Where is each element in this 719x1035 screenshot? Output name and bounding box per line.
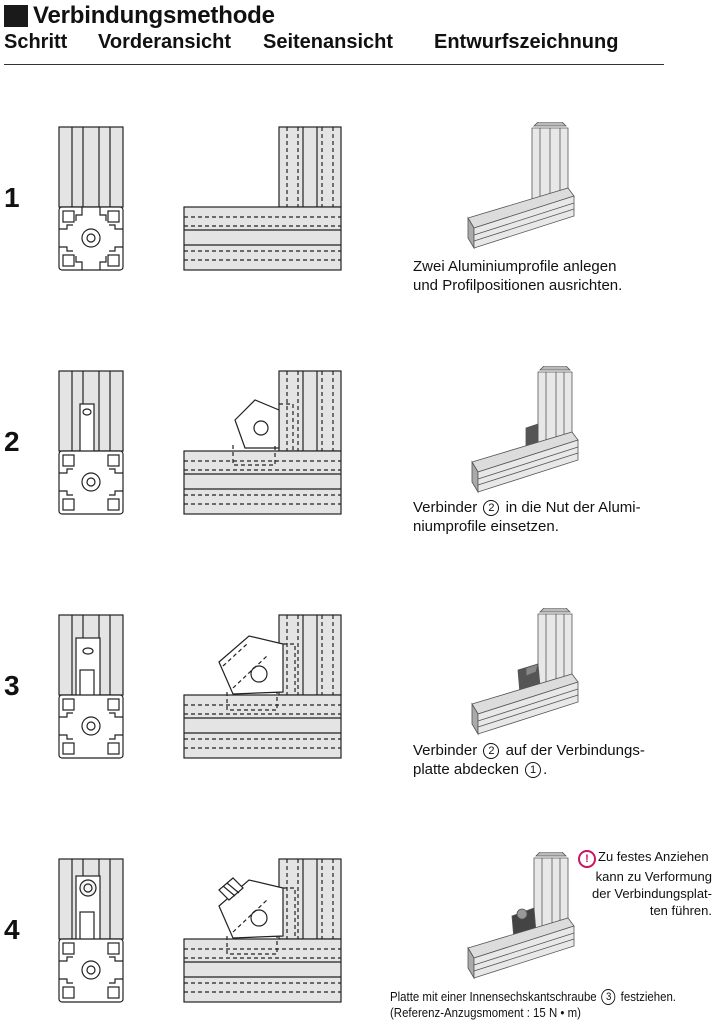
isometric-design-image <box>467 122 575 250</box>
step-caption: Verbinder 2 auf der Verbindungs- platte … <box>413 741 645 779</box>
caption-line: und Profilpositionen ausrichten. <box>413 277 623 294</box>
side-view-drawing <box>183 370 342 515</box>
side-view-drawing <box>183 858 342 1003</box>
warning-line: ten führen. <box>649 903 712 918</box>
caption-line: Verbinder 2 in die Nut der Alumi- <box>413 498 641 517</box>
caption-text: festziehen. <box>620 989 676 1004</box>
warning-line: !Zu festes Anziehen <box>578 848 718 868</box>
title-text: Verbindungsmethode <box>33 2 275 29</box>
step-number: 4 <box>4 914 20 945</box>
warning-note: !Zu festes Anziehen kann zu Verformung d… <box>578 848 718 919</box>
isometric-design-image <box>467 852 575 980</box>
isometric-design-image <box>471 608 579 736</box>
caption-line: (Referenz-Anzugsmoment : 15 N • m) <box>390 1005 581 1020</box>
column-header-side: Seitenansicht <box>263 31 394 53</box>
step-caption: Platte mit einer Innensechskantschraube … <box>390 989 676 1021</box>
column-header-step: Schritt <box>4 31 68 53</box>
caption-text: . <box>543 761 548 778</box>
circled-number: 2 <box>483 743 500 759</box>
step-number: 1 <box>4 182 20 213</box>
warning-line: kann zu Verformung <box>595 869 712 884</box>
step-number: 3 <box>4 670 20 701</box>
column-header-design: Entwurfszeichnung <box>434 31 619 53</box>
title-square-icon <box>4 5 28 27</box>
step-number: 2 <box>4 426 20 457</box>
caption-text: Verbinder <box>413 499 478 516</box>
caption-line: Verbinder 2 auf der Verbindungs- <box>413 741 645 760</box>
front-view-drawing <box>58 126 124 271</box>
circled-number: 2 <box>483 500 500 516</box>
side-view-drawing <box>183 126 342 271</box>
caption-line: platte abdecken 1. <box>413 760 645 779</box>
section-title: Verbindungsmethode <box>4 2 275 30</box>
step-caption: Verbinder 2 in die Nut der Alumi- niumpr… <box>413 498 641 536</box>
caption-text: Verbinder <box>413 742 478 759</box>
step-caption: Zwei Aluminiumprofile anlegen und Profil… <box>413 257 622 295</box>
front-view-drawing <box>58 858 124 1003</box>
caption-text: auf der Verbindungs- <box>505 742 645 759</box>
warning-line: der Verbindungsplat- <box>592 886 712 901</box>
isometric-design-image <box>471 366 579 494</box>
caption-text: platte abdecken <box>413 761 519 778</box>
header-divider <box>4 64 664 65</box>
caption-line: niumprofile einsetzen. <box>413 518 559 535</box>
caption-text: Platte mit einer Innensechskantschraube <box>390 989 597 1004</box>
column-header-front: Vorderansicht <box>98 31 231 53</box>
circled-number: 3 <box>601 989 616 1005</box>
caption-text: in die Nut der Alumi- <box>505 499 641 516</box>
side-view-drawing <box>183 614 342 759</box>
circled-number: 1 <box>525 762 542 778</box>
warning-icon: ! <box>578 850 596 868</box>
caption-line: Platte mit einer Innensechskantschraube … <box>390 989 676 1005</box>
warning-text: Zu festes Anziehen <box>598 849 709 864</box>
caption-line: Zwei Aluminiumprofile anlegen <box>413 258 617 275</box>
front-view-drawing <box>58 370 124 515</box>
front-view-drawing <box>58 614 124 759</box>
